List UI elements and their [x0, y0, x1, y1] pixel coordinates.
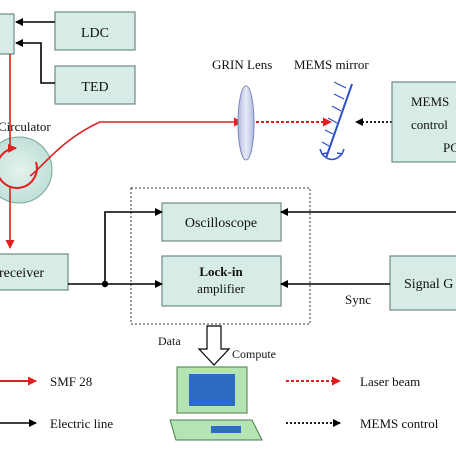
ldc-block: LDC — [54, 11, 136, 51]
oscilloscope-block: Oscilloscope — [161, 202, 282, 242]
computer-icon — [169, 366, 263, 441]
grin-lens-label: GRIN Lens — [212, 57, 272, 72]
signal-gen-label: Signal G — [404, 277, 453, 292]
lockin-block: Lock-in amplifier — [161, 255, 282, 307]
receiver-block: receiver — [0, 253, 69, 291]
mems-ctrl-line3: PC — [443, 140, 456, 155]
legend-laser-label: Laser beam — [360, 374, 420, 389]
mems-mirror-label: MEMS mirror — [294, 57, 369, 72]
signal-generator-block: Signal G — [389, 255, 456, 311]
processing-group-box — [130, 187, 311, 325]
laser-source-block — [0, 13, 15, 55]
ted-block: TED — [54, 65, 136, 105]
data-label: Data — [158, 334, 181, 348]
receiver-to-oscilloscope-line — [104, 208, 163, 284]
compute-label: Compute — [232, 347, 276, 361]
lockin-label-line2: amplifier — [197, 281, 245, 296]
oscilloscope-label: Oscilloscope — [185, 216, 257, 231]
mirror-icon — [319, 81, 353, 161]
ldc-label: LDC — [81, 26, 109, 41]
circulator-icon — [0, 136, 53, 204]
lockin-label-line1: Lock-in — [199, 264, 243, 279]
circulator-label: Circulator — [0, 119, 51, 134]
mems-ctrl-line2: control — [411, 117, 448, 132]
data-down-arrow — [197, 325, 231, 366]
sync-label: Sync — [345, 292, 371, 307]
legend-smf28-label: SMF 28 — [50, 374, 92, 389]
legend-electric-label: Electric line — [50, 416, 113, 431]
lens-icon — [237, 85, 255, 161]
ted-label: TED — [81, 80, 108, 95]
receiver-label: receiver — [0, 266, 44, 281]
legend-mems-label: MEMS control — [360, 416, 439, 431]
mems-controller-block: MEMS control PC — [391, 81, 456, 163]
legend: SMF 28 Electric line Laser beam MEMS con… — [0, 374, 439, 431]
mems-ctrl-line1: MEMS — [411, 94, 449, 109]
fiber-circulator-to-lens — [29, 117, 243, 177]
ted-to-source-line — [15, 39, 55, 84]
